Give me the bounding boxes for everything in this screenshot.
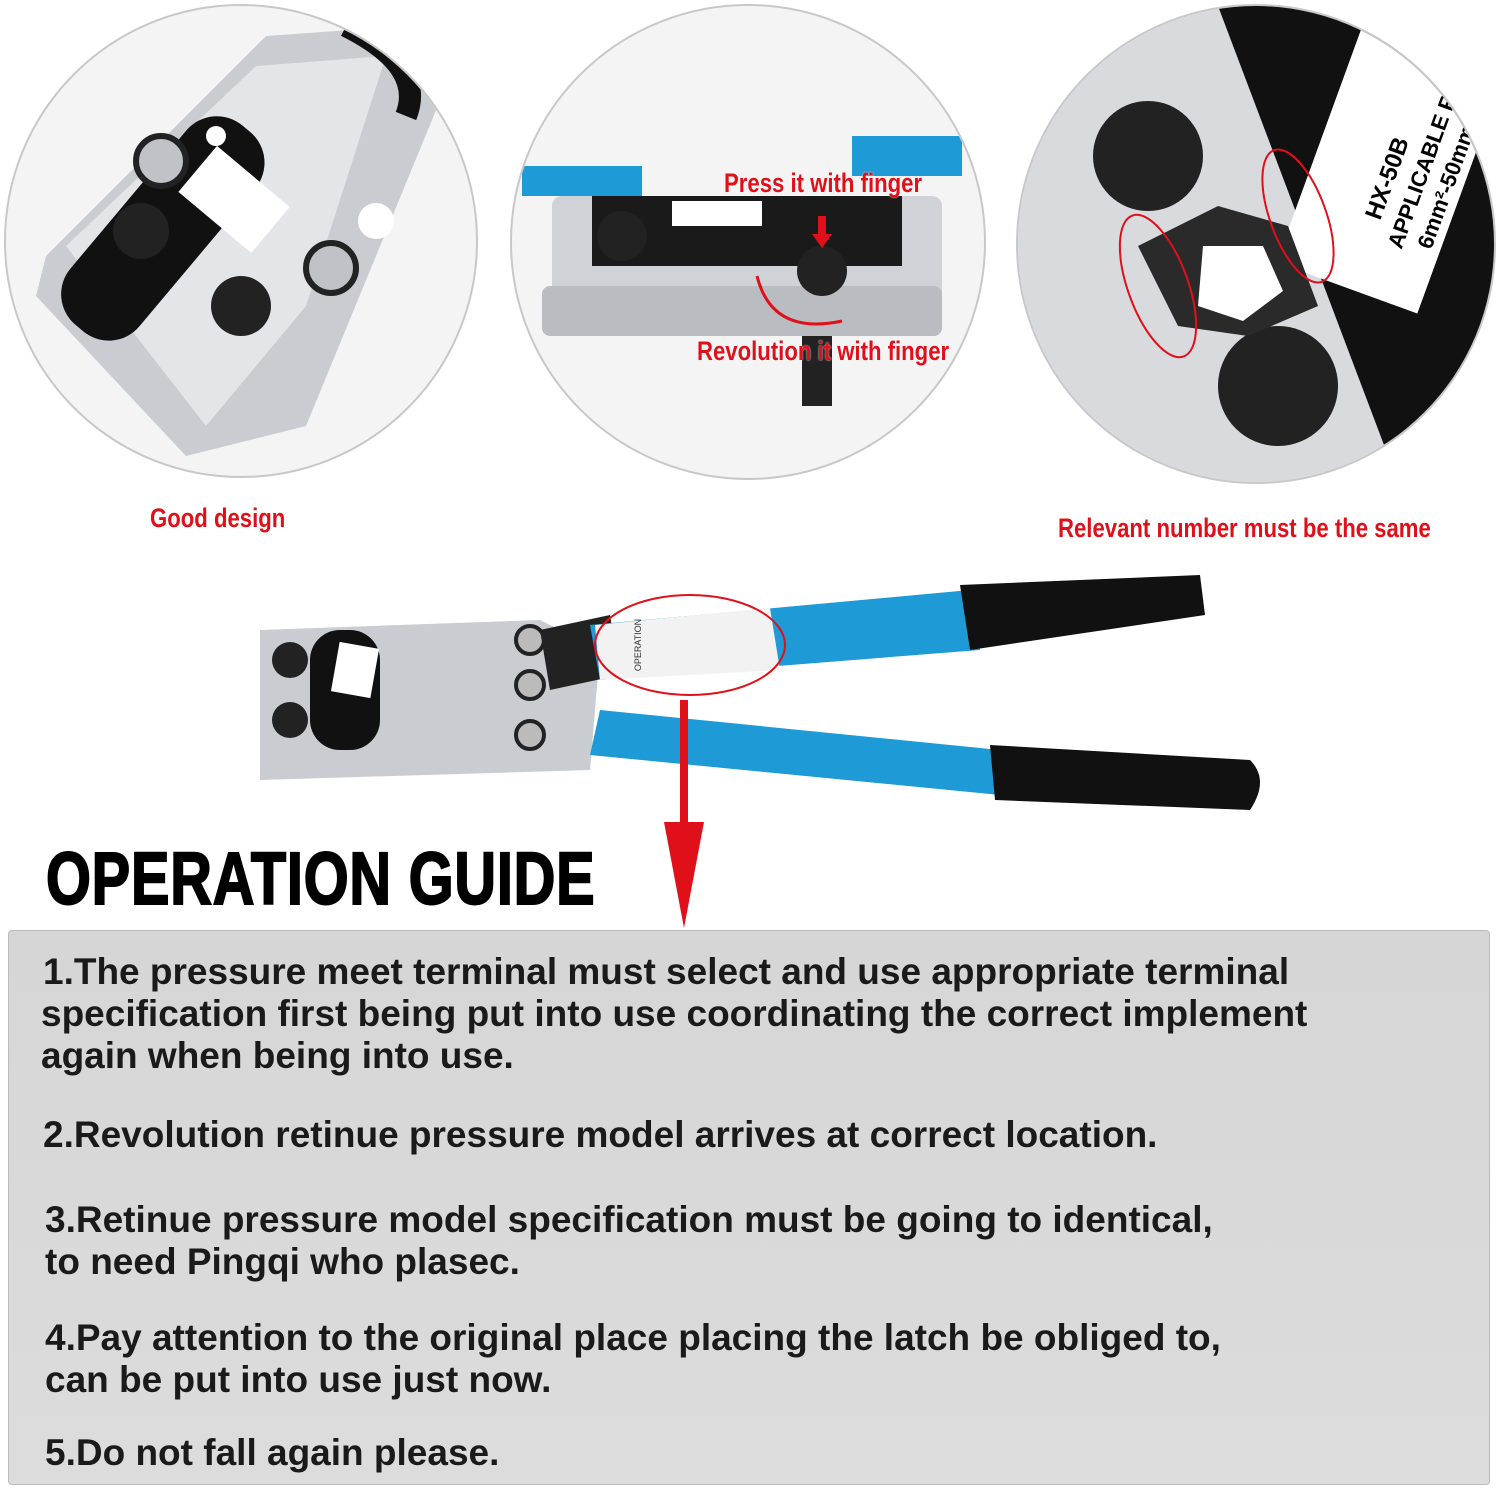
operation-guide-panel: 1.The pressure meet terminal must select…	[8, 930, 1490, 1485]
guide-step-1: 1.The pressure meet terminal must select…	[41, 951, 1308, 1077]
guide-step-2: 2.Revolution retinue pressure model arri…	[43, 1114, 1157, 1156]
crimper-front-illustration	[522, 136, 962, 406]
step-line: 3.Retinue pressure model specification m…	[45, 1199, 1213, 1240]
caption-good-design: Good design	[150, 503, 286, 533]
crimper-die-illustration: HX-50B APPLICABLE RANGE 6mm²-50mm²	[1018, 6, 1494, 482]
step-line: again when being into use.	[41, 1035, 514, 1076]
crimper-jaw-illustration	[36, 16, 446, 456]
step-line: 5.Do not fall again please.	[45, 1432, 500, 1473]
sticker-operation-text: OPERATION	[633, 618, 644, 672]
label-revolution-with-finger: Revolution it with finger	[697, 336, 950, 366]
guide-step-4: 4.Pay attention to the original place pl…	[45, 1317, 1221, 1401]
step-line: 1.The pressure meet terminal must select…	[43, 951, 1290, 992]
detail-photo-jaw	[4, 4, 478, 478]
detail-photo-operation	[510, 4, 986, 480]
caption-relevant-number: Relevant number must be the same	[1058, 513, 1431, 543]
guide-step-5: 5.Do not fall again please.	[45, 1432, 499, 1474]
guide-step-3: 3.Retinue pressure model specification m…	[45, 1199, 1213, 1283]
operation-guide-title: OPERATION GUIDE	[45, 836, 596, 921]
step-line: specification first being put into use c…	[41, 993, 1308, 1034]
crimper-tool-image	[260, 575, 1260, 810]
label-press-with-finger: Press it with finger	[724, 168, 923, 198]
step-line: 4.Pay attention to the original place pl…	[45, 1317, 1221, 1358]
step-line: can be put into use just now.	[45, 1359, 552, 1400]
red-arrow-down-icon	[664, 700, 704, 928]
step-line: 2.Revolution retinue pressure model arri…	[43, 1114, 1158, 1155]
detail-photo-die-numbers: HX-50B APPLICABLE RANGE 6mm²-50mm²	[1016, 4, 1496, 484]
step-line: to need Pingqi who plasec.	[45, 1241, 520, 1282]
